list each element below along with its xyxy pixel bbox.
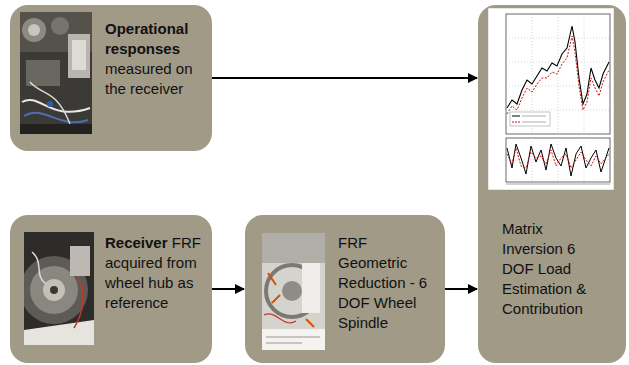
flow-arrow [212, 77, 477, 79]
text-block: Matrix Inversion 6 DOF Load Estimation &… [502, 219, 606, 319]
process-box: FRF Geometric Reduction - 6 DOF Wheel Sp… [245, 215, 445, 363]
box-text: measured on the receiver [105, 60, 193, 97]
spindle-photo [262, 233, 325, 350]
box-text: Matrix Inversion 6 DOF Load Estimation &… [502, 220, 586, 317]
process-box: Matrix Inversion 6 DOF Load Estimation &… [478, 5, 626, 363]
process-box: Operational responses measured on the re… [10, 5, 212, 151]
box-heading: Operational responses [105, 20, 188, 57]
text-block: Operational responses measured on the re… [105, 19, 205, 99]
spectrum-chart [488, 8, 614, 190]
process-box: Receiver FRF acquired from wheel hub as … [10, 215, 212, 363]
flow-arrow [445, 288, 477, 290]
box-text: FRF Geometric Reduction - 6 DOF Wheel Sp… [338, 234, 427, 331]
wheel-hub-photo [24, 232, 94, 345]
text-block: Receiver FRF acquired from wheel hub as … [105, 233, 205, 313]
engine-photo [20, 12, 92, 134]
flow-arrow [212, 288, 244, 290]
box-heading: Receiver [105, 234, 168, 251]
text-block: FRF Geometric Reduction - 6 DOF Wheel Sp… [338, 233, 440, 333]
